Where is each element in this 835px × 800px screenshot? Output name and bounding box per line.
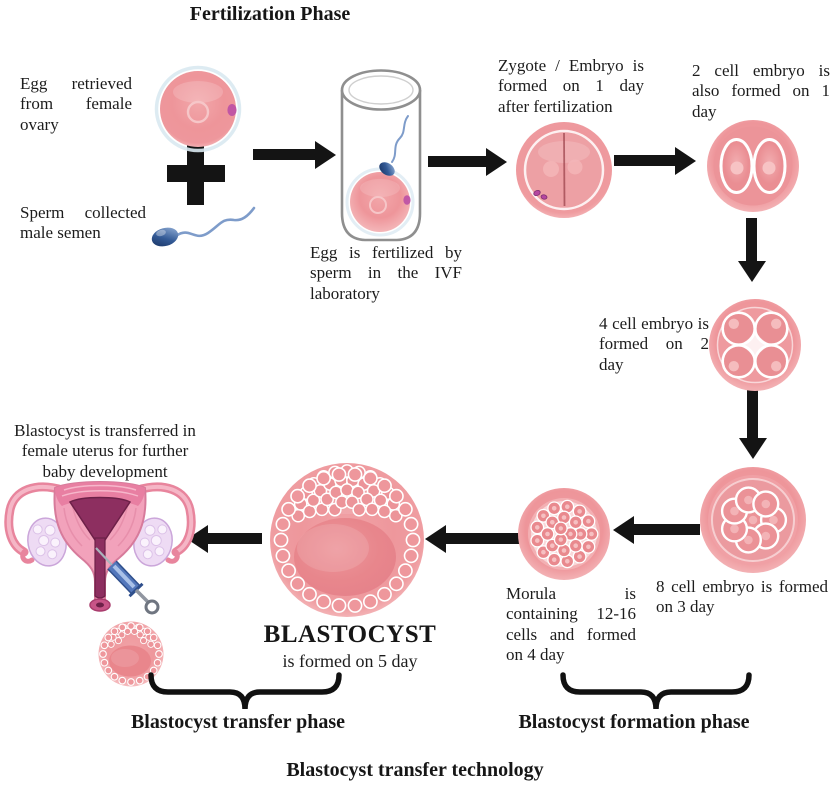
fertilization-phase-title: Fertilization Phase: [189, 3, 351, 25]
zygote-label: Zygote / Embryo is formed on 1 day after…: [498, 56, 644, 116]
arrow-4cell-to-8cell-icon: [738, 390, 767, 459]
sperm-label: Sperm collected male semen: [20, 203, 146, 243]
small-blastocyst-illustration: [98, 621, 164, 687]
transfer-phase-brace: [148, 672, 342, 710]
sperm-illustration: [151, 206, 256, 247]
arrow-egg-to-tube-icon: [253, 140, 336, 169]
four-cell-label: 4 cell embryo is formed on 2 day: [599, 314, 709, 374]
morula-label: Morula is containing 12-16 cells and for…: [506, 584, 636, 665]
blastocyst-illustration: [270, 463, 424, 617]
eight-cell-label: 8 cell embryo is formed on 3 day: [656, 577, 828, 617]
blastocyst-day-label: is formed on 5 day: [282, 651, 418, 671]
morula-illustration: [518, 488, 610, 580]
two-cell-embryo-illustration: [707, 120, 799, 212]
arrow-blastocyst-to-uterus-icon: [187, 524, 262, 553]
uterus-illustration: [4, 481, 196, 615]
ivf-label: Egg is fertilized by sperm in the IVF la…: [310, 243, 462, 303]
test-tube-illustration: [340, 69, 422, 242]
zygote-illustration: [516, 122, 612, 218]
formation-phase-brace: [560, 672, 752, 710]
egg-label: Egg retrieved from female ovary: [20, 74, 132, 134]
arrow-tube-to-zygote-icon: [428, 147, 507, 176]
plus-icon: [167, 142, 225, 205]
diagram-title: Blastocyst transfer technology: [286, 759, 544, 781]
blastocyst-name-label: BLASTOCYST: [263, 621, 437, 648]
transfer-phase-label: Blastocyst transfer phase: [130, 711, 346, 733]
egg-illustration: [154, 65, 242, 153]
arrow-2cell-to-4cell-icon: [737, 218, 766, 282]
four-cell-embryo-illustration: [709, 299, 801, 391]
formation-phase-label: Blastocyst formation phase: [518, 711, 750, 733]
arrow-8cell-to-morula-icon: [613, 515, 700, 544]
arrow-zygote-to-2cell-icon: [614, 146, 696, 175]
eight-cell-embryo-illustration: [700, 467, 806, 573]
transfer-label: Blastocyst is transferred in female uter…: [14, 421, 196, 481]
two-cell-label: 2 cell embryo is also formed on 1 day: [692, 61, 830, 121]
arrow-morula-to-blastocyst-icon: [425, 524, 520, 553]
